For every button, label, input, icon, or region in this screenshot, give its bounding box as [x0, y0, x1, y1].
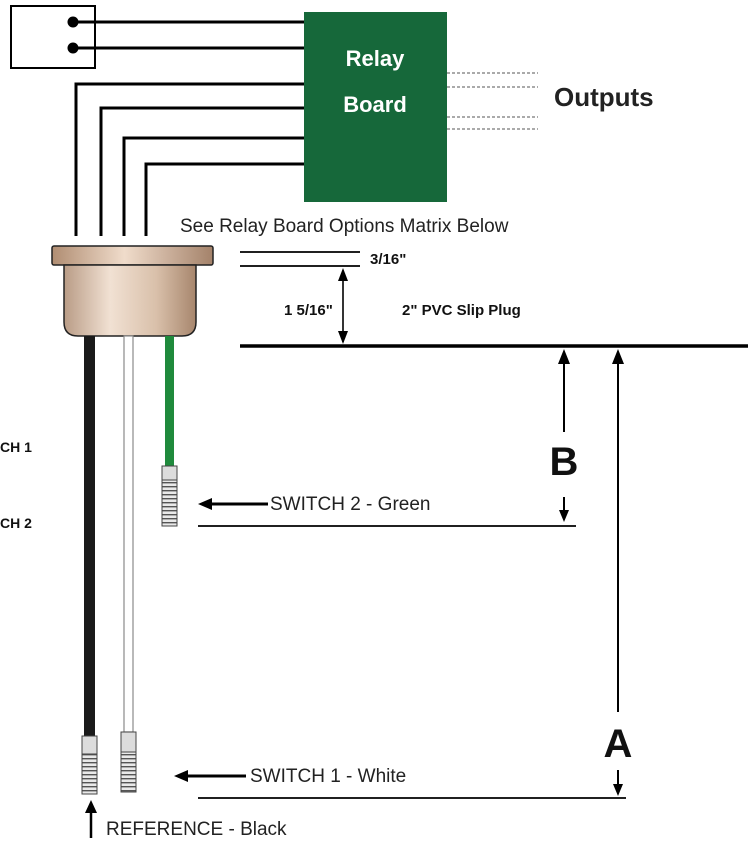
dimension-cap-to-level — [338, 268, 348, 344]
plug-body — [63, 264, 197, 337]
plug-cap — [51, 245, 214, 266]
probe-reference-black — [81, 336, 98, 795]
dimension-a — [612, 349, 624, 796]
probe-switch1-white — [120, 335, 137, 793]
left-cut-label-2: CH 2 — [0, 515, 32, 531]
reference-label: REFERENCE - Black — [106, 819, 287, 840]
plug-label: 2" PVC Slip Plug — [402, 302, 521, 319]
reference-arrow — [85, 800, 97, 838]
outputs-label: Outputs — [554, 82, 654, 112]
dimension-cap-thickness — [240, 251, 360, 267]
relay-board-label-line1: Relay — [346, 46, 405, 71]
dimension-cap-thickness-label: 3/16" — [370, 251, 406, 268]
options-note: See Relay Board Options Matrix Below — [180, 216, 509, 237]
switch1-arrow — [174, 770, 246, 782]
probe-wires — [74, 82, 304, 236]
dimension-a-label: A — [604, 722, 633, 766]
relay-board: Relay Board — [304, 12, 447, 202]
left-cut-label-1: CH 1 — [0, 439, 32, 455]
power-terminal-box — [10, 5, 96, 69]
power-wires — [73, 20, 304, 50]
dimension-b — [558, 349, 570, 522]
output-lines — [447, 72, 538, 130]
relay-board-label-line2: Board — [343, 92, 407, 117]
switch1-label: SWITCH 1 - White — [250, 766, 406, 787]
pvc-slip-plug — [51, 245, 214, 337]
switch2-arrow — [198, 498, 268, 510]
switch2-label: SWITCH 2 - Green — [270, 494, 430, 515]
relay-board-body — [304, 12, 447, 202]
probe-switch2-green — [161, 336, 178, 527]
dimension-cap-to-level-label: 1 5/16" — [284, 302, 333, 319]
dimension-b-label: B — [550, 440, 579, 484]
